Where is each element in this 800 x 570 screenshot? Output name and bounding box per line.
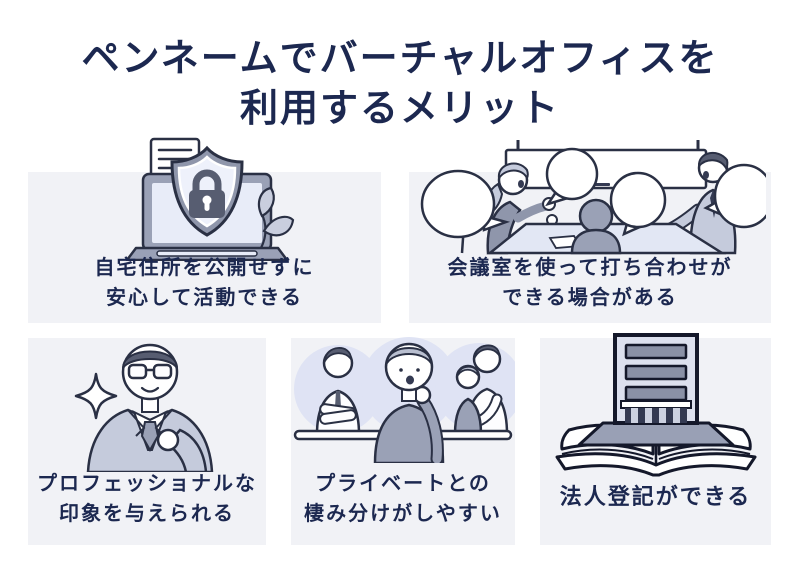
background-circle — [294, 345, 382, 433]
work-life-divider-icon — [291, 333, 515, 463]
benefit-caption-privacy: 自宅住所を公開せずに安心して活動できる — [28, 253, 381, 313]
speech-bubbles-icon — [420, 147, 766, 239]
benefit-panel-meeting-room: 会議室を使って打ち合わせができる場合がある — [409, 140, 771, 323]
caption-line: プロフェッショナルな — [37, 473, 257, 495]
building-on-book-icon — [541, 333, 771, 478]
benefit-panel-registration: 法人登記ができる — [540, 333, 771, 545]
caption-line: 棲み分けがしやすい — [304, 503, 502, 525]
person-back-view — [570, 198, 622, 255]
person-thinking — [373, 342, 445, 463]
caption-line: 印象を与えられる — [59, 503, 235, 525]
page-title: ペンネームでバーチャルオフィスを利用するメリット — [0, 34, 800, 134]
platform-icon — [577, 421, 734, 447]
caption-line: 自宅住所を公開せずに — [94, 257, 315, 279]
benefit-panel-privacy: 自宅住所を公開せずに安心して活動できる — [28, 137, 381, 323]
meeting-discussion-icon — [414, 140, 766, 255]
leaf-icon — [257, 186, 294, 249]
benefit-caption-registration: 法人登記ができる — [540, 480, 771, 513]
glasses-icon — [127, 363, 173, 380]
caption-line: プライベートとの — [315, 473, 491, 495]
person-parent-child — [453, 344, 509, 436]
laptop-shield-lock-icon — [115, 136, 295, 261]
office-building-icon — [612, 333, 699, 425]
businessman-sparkle-icon — [32, 332, 262, 472]
shield-lock-icon — [169, 145, 244, 237]
whiteboard-icon — [504, 140, 708, 190]
benefit-caption-professional: プロフェッショナルな印象を与えられる — [28, 469, 266, 529]
benefit-panel-separation: プライベートとの棲み分けがしやすい — [291, 337, 515, 545]
page-title-line2: 利用するメリット — [239, 88, 560, 131]
person-business-crossed-arms — [315, 347, 361, 436]
businessman-figure — [86, 343, 214, 472]
benefit-panel-professional: プロフェッショナルな印象を与えられる — [28, 338, 266, 545]
page-title-line1: ペンネームでバーチャルオフィスを — [81, 38, 719, 80]
caption-line: できる場合がある — [502, 287, 678, 309]
sparkle-icon — [74, 372, 118, 420]
caption-line: 安心して活動できる — [106, 287, 303, 309]
benefit-caption-meeting-room: 会議室を使って打ち合わせができる場合がある — [409, 253, 771, 313]
benefit-caption-separation: プライベートとの棲み分けがしやすい — [291, 469, 515, 529]
caption-line: 会議室を使って打ち合わせが — [447, 257, 733, 279]
caption-line: 法人登記ができる — [559, 484, 752, 509]
